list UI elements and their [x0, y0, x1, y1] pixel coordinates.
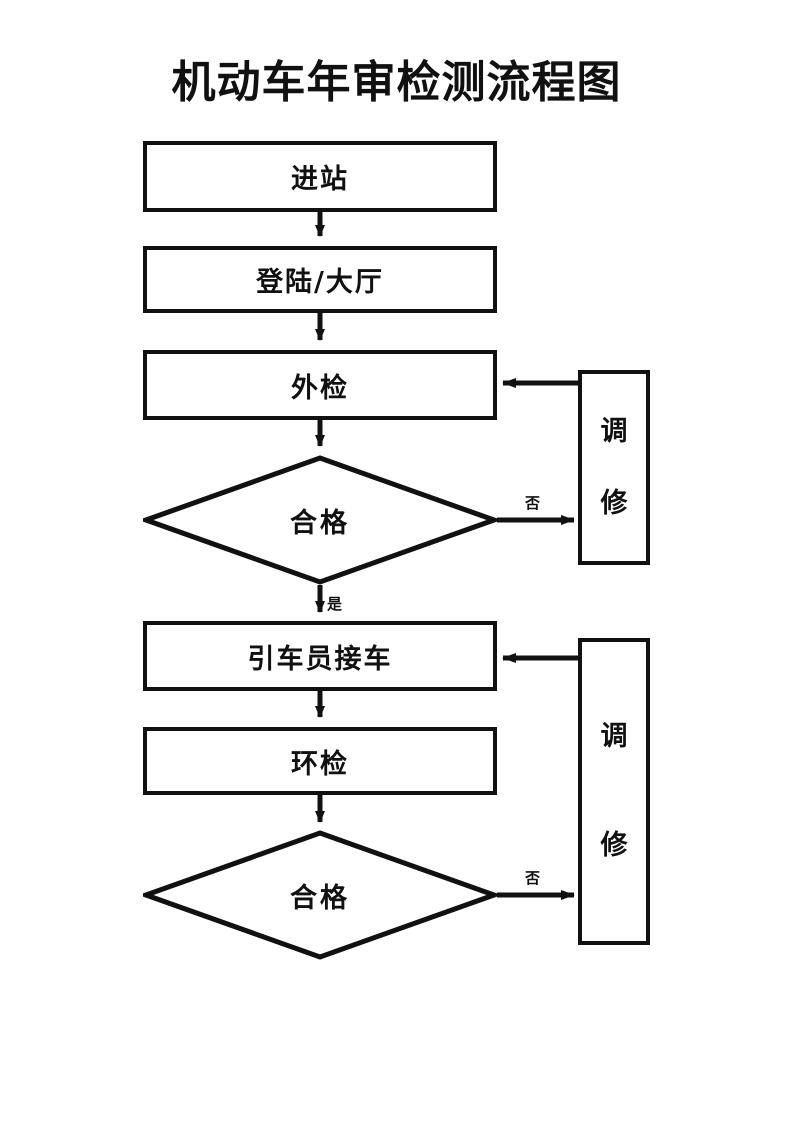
node-label-char-1: 调 [600, 720, 628, 752]
edge-label-yes-1: 是 [327, 595, 343, 613]
node-tiaoxiu-2[interactable]: 调 修 [578, 638, 650, 945]
node-label: 环检 [291, 748, 349, 780]
decision-hege-2[interactable]: 合格 [143, 830, 497, 960]
node-label: 引车员接车 [247, 643, 393, 675]
node-label-char-2: 修 [600, 830, 628, 862]
node-label: 登陆/大厅 [256, 267, 384, 298]
node-label: 外检 [291, 372, 349, 404]
node-jinzhan[interactable]: 进站 [143, 141, 497, 212]
decision-hege-1[interactable]: 合格 [143, 455, 497, 585]
page-title: 机动车年审检测流程图 [171, 57, 622, 108]
edge-label-no-2: 否 [525, 869, 541, 887]
node-yincheyuan-jieche[interactable]: 引车员接车 [143, 621, 497, 691]
node-denglu-datang[interactable]: 登陆/大厅 [143, 246, 497, 313]
node-huanjian[interactable]: 环检 [143, 727, 497, 795]
edge-label-no-1: 否 [525, 494, 541, 512]
node-tiaoxiu-1[interactable]: 调 修 [578, 370, 650, 565]
node-label: 进站 [291, 164, 349, 195]
node-label-char-2: 修 [600, 487, 628, 519]
node-waijian[interactable]: 外检 [143, 350, 497, 420]
node-label-char-1: 调 [600, 415, 628, 447]
